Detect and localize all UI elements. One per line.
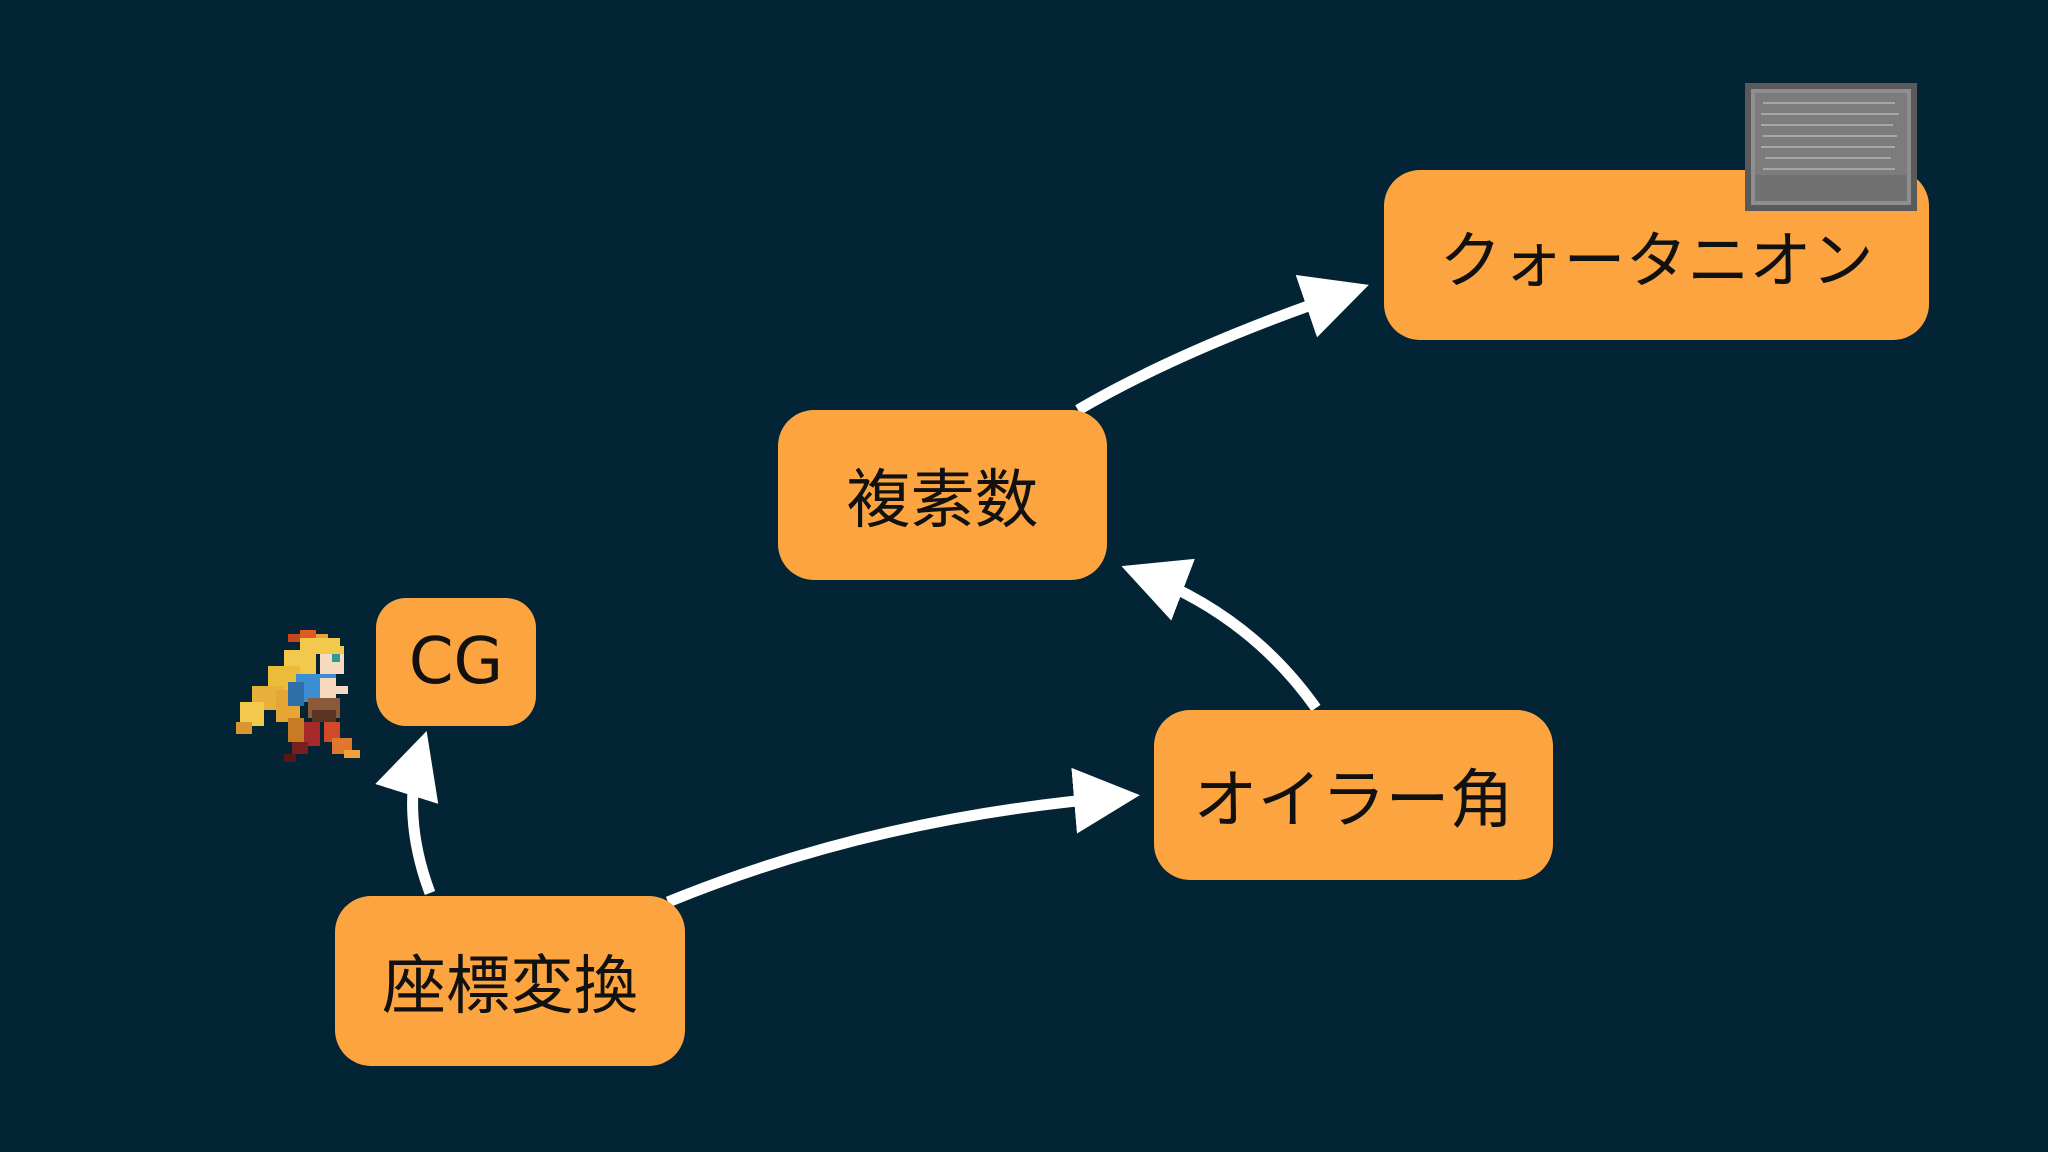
pixel-character-image	[236, 630, 360, 762]
node-euler-angles: オイラー角	[1154, 710, 1553, 880]
node-quaternion-label: クォータニオン	[1439, 224, 1874, 297]
node-coordinate-transform-label: 座標変換	[382, 950, 638, 1024]
edge-euler-to-fukuso	[1121, 558, 1321, 712]
node-cg: CG	[376, 598, 536, 726]
stone-plaque-image	[1745, 83, 1917, 211]
node-euler-angles-label: オイラー角	[1193, 764, 1514, 838]
edge-fukuso-to-quaternion	[1075, 274, 1369, 415]
edge-zahyo-to-cg	[375, 731, 439, 895]
edge-zahyo-to-euler	[665, 767, 1140, 908]
node-complex-numbers: 複素数	[778, 410, 1107, 580]
node-complex-numbers-label: 複素数	[846, 464, 1039, 538]
node-coordinate-transform: 座標変換	[335, 896, 685, 1066]
node-cg-label: CG	[408, 625, 504, 699]
